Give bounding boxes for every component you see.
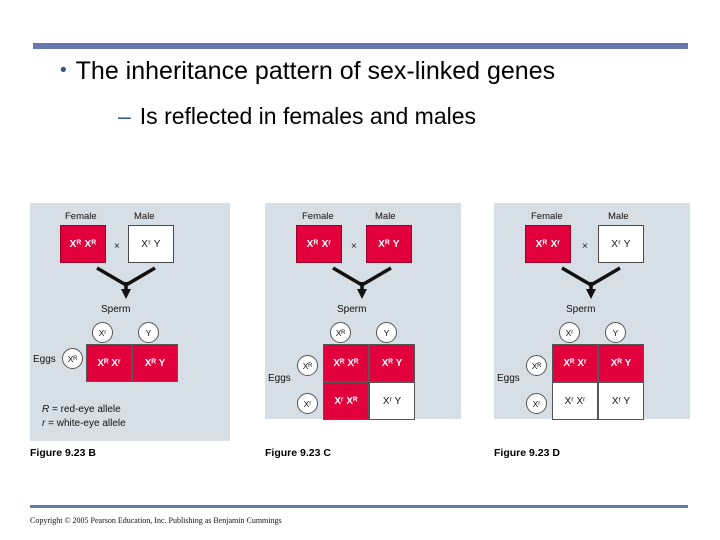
- sperm-label: Sperm: [337, 304, 367, 315]
- punnett-cell: Xʳ Y: [369, 382, 415, 420]
- male-parent-box: Xʳ Y: [128, 225, 174, 263]
- eggs-label: Eggs: [497, 373, 520, 384]
- male-parent-box: Xᴿ Y: [366, 225, 412, 263]
- cross-symbol: ×: [351, 241, 357, 252]
- eggs-label: Eggs: [268, 373, 291, 384]
- figure-panel-b: Female Male Xᴿ Xᴿ × Xʳ Y Sperm Xʳ Y Eggs…: [30, 203, 230, 441]
- sperm-gamete-circle: Y: [605, 322, 626, 343]
- punnett-cell: Xʳ Xᴿ: [323, 382, 369, 420]
- sperm-gamete-circle: Xᴿ: [330, 322, 351, 343]
- male-parent-box: Xʳ Y: [598, 225, 644, 263]
- sperm-gamete-circle: Xʳ: [92, 322, 113, 343]
- bullet-dot-icon: •: [60, 60, 67, 81]
- bullet-level-1-text: The inheritance pattern of sex-linked ge…: [75, 57, 556, 85]
- eggs-label: Eggs: [33, 354, 56, 365]
- bullet-level-1: • The inheritance pattern of sex-linked g…: [60, 57, 700, 86]
- cross-symbol: ×: [582, 241, 588, 252]
- egg-gamete-circle: Xᴿ: [526, 355, 547, 376]
- egg-gamete-circle: Xʳ: [526, 393, 547, 414]
- inheritance-arrow-icon: [332, 266, 392, 299]
- figure-caption-c: Figure 9.23 C: [265, 447, 331, 459]
- punnett-cell: Xʳ Xʳ: [552, 382, 598, 420]
- legend-allele: r: [42, 418, 46, 429]
- legend-text: = red-eye allele: [49, 404, 121, 415]
- allele-legend: R = red-eye allele r = white-eye allele: [42, 403, 126, 431]
- egg-gamete-circle: Xᴿ: [297, 355, 318, 376]
- male-label: Male: [375, 211, 396, 222]
- punnett-cell: Xᴿ Y: [132, 344, 178, 382]
- sperm-label: Sperm: [566, 304, 596, 315]
- female-parent-box: Xᴿ Xʳ: [296, 225, 342, 263]
- legend-text: = white-eye allele: [45, 418, 126, 429]
- punnett-cell: Xʳ Y: [598, 382, 644, 420]
- legend-row: R = red-eye allele: [42, 403, 126, 417]
- bullet-dash-icon: –: [118, 103, 131, 129]
- footer-divider: [30, 505, 688, 508]
- female-label: Female: [302, 211, 334, 222]
- punnett-cell: Xᴿ Xʳ: [86, 344, 132, 382]
- punnett-cell: Xᴿ Y: [598, 344, 644, 382]
- legend-row: r = white-eye allele: [42, 417, 126, 431]
- female-parent-box: Xᴿ Xʳ: [525, 225, 571, 263]
- inheritance-arrow-icon: [96, 266, 156, 299]
- sperm-label: Sperm: [101, 304, 131, 315]
- female-label: Female: [531, 211, 563, 222]
- cross-symbol: ×: [114, 241, 120, 252]
- figure-caption-b: Figure 9.23 B: [30, 447, 96, 459]
- punnett-cell: Xᴿ Y: [369, 344, 415, 382]
- figure-caption-d: Figure 9.23 D: [494, 447, 560, 459]
- legend-allele: R: [42, 404, 50, 415]
- bullet-level-2-text: Is reflected in females and males: [139, 103, 477, 129]
- figure-panel-d: Female Male Xᴿ Xʳ × Xʳ Y Sperm Xʳ Y Eggs…: [494, 203, 690, 420]
- egg-gamete-circle: Xᴿ: [62, 348, 83, 369]
- male-label: Male: [134, 211, 155, 222]
- egg-gamete-circle: Xʳ: [297, 393, 318, 414]
- female-parent-box: Xᴿ Xᴿ: [60, 225, 106, 263]
- bullet-level-2: –Is reflected in females and males: [118, 103, 720, 130]
- female-label: Female: [65, 211, 97, 222]
- sperm-gamete-circle: Y: [376, 322, 397, 343]
- figure-panel-c: Female Male Xᴿ Xʳ × Xᴿ Y Sperm Xᴿ Y Eggs…: [265, 203, 461, 420]
- punnett-cell: Xᴿ Xʳ: [552, 344, 598, 382]
- punnett-cell: Xᴿ Xᴿ: [323, 344, 369, 382]
- copyright-notice: Copyright © 2005 Pearson Education, Inc.…: [30, 516, 282, 525]
- sperm-gamete-circle: Y: [138, 322, 159, 343]
- male-label: Male: [608, 211, 629, 222]
- inheritance-arrow-icon: [561, 266, 621, 299]
- sperm-gamete-circle: Xʳ: [559, 322, 580, 343]
- title-accent-bar: [33, 43, 688, 49]
